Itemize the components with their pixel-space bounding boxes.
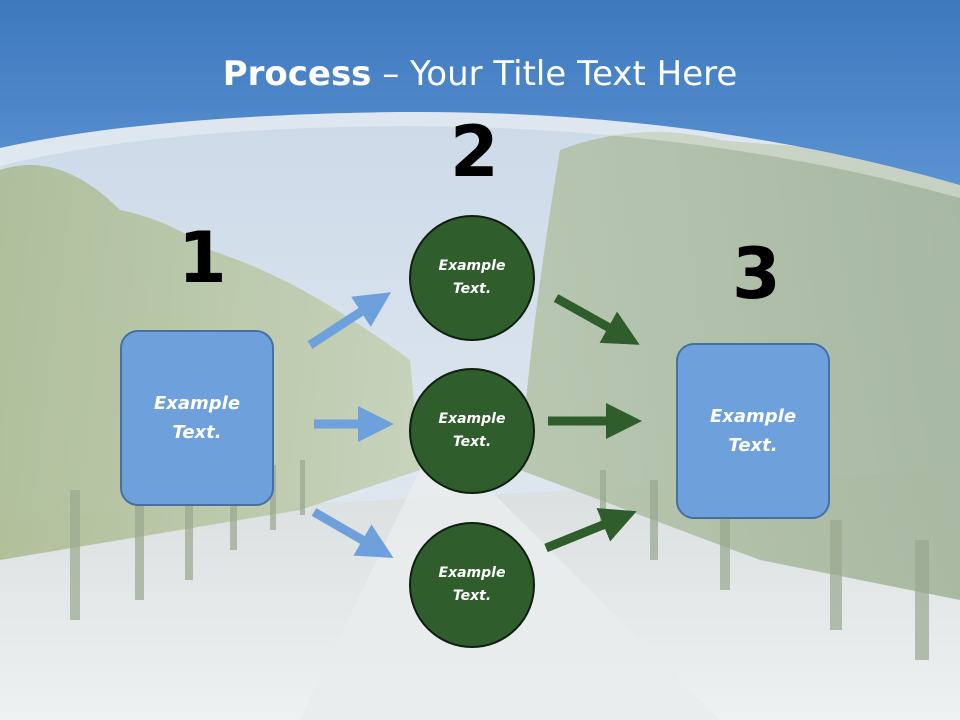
- step-1-box: Example Text.: [120, 330, 274, 506]
- step-2-circle-bottom: Example Text.: [409, 522, 535, 648]
- step-2-item-label: Example Text.: [432, 255, 512, 301]
- step-3-label: Example Text.: [703, 402, 803, 460]
- step-2-circle-top: Example Text.: [409, 215, 535, 341]
- arrow-2c-to-3: [546, 518, 620, 548]
- arrow-2a-to-3: [556, 298, 624, 336]
- step-1-label: Example Text.: [147, 389, 247, 447]
- arrow-1-to-2a: [310, 302, 376, 345]
- step-2-item-label: Example Text.: [432, 562, 512, 608]
- step-2-circle-middle: Example Text.: [409, 368, 535, 494]
- step-3-box: Example Text.: [676, 343, 830, 519]
- arrow-1-to-2c: [314, 512, 378, 549]
- step-2-item-label: Example Text.: [432, 408, 512, 454]
